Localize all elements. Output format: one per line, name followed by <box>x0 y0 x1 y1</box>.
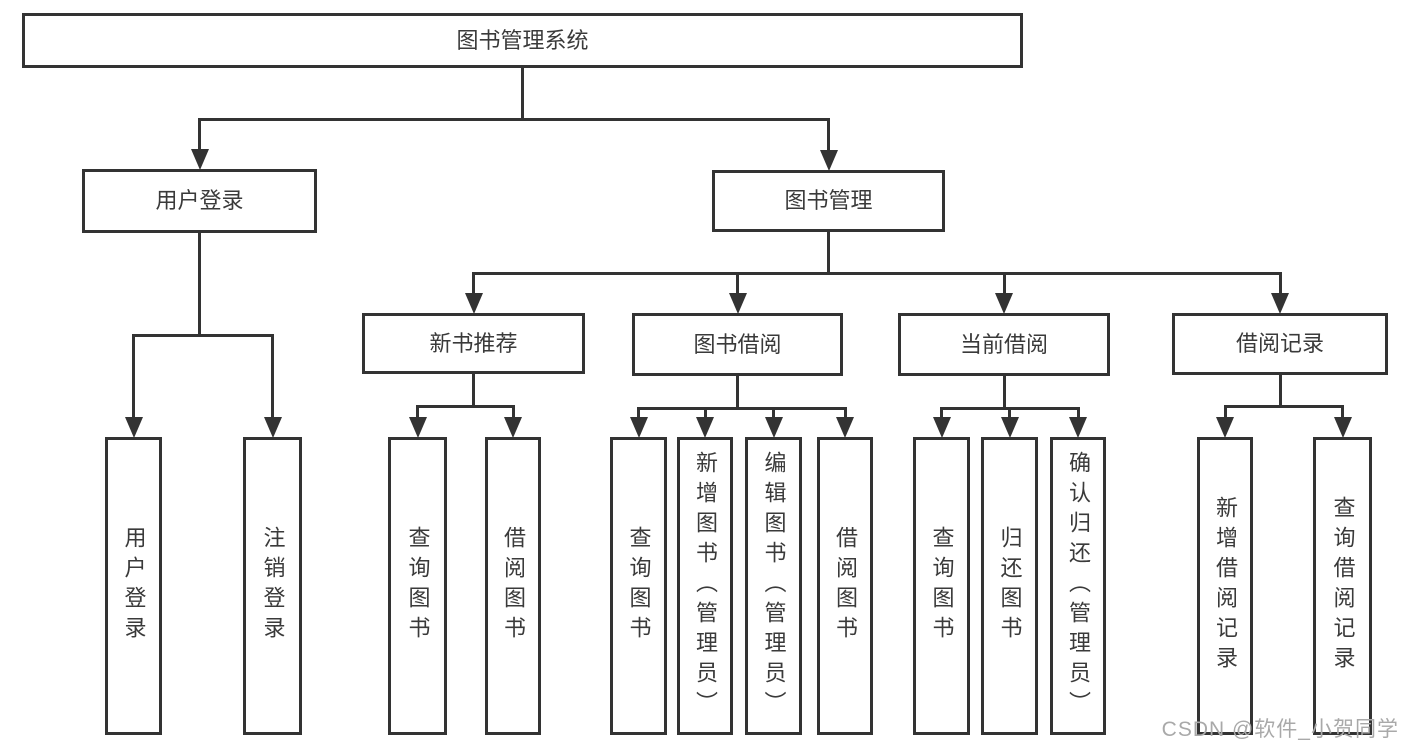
arrowhead-down-icon <box>764 417 783 438</box>
connector-line <box>472 273 475 296</box>
connector-line <box>1223 406 1227 420</box>
connector-line <box>1223 404 1344 408</box>
arrowhead-down-icon <box>995 293 1013 314</box>
arrowhead-down-icon <box>190 149 209 170</box>
connector-line <box>416 404 515 408</box>
arrowhead-down-icon <box>819 150 838 171</box>
connector-line <box>843 408 847 420</box>
connector-line <box>132 333 274 337</box>
connector-line <box>827 119 830 153</box>
node-root: 图书管理系统 <box>22 13 1023 68</box>
connector-line <box>1002 376 1006 408</box>
arrowhead-down-icon <box>629 417 648 438</box>
arrowhead-down-icon <box>836 417 854 438</box>
arrowhead-down-icon <box>263 417 282 438</box>
node-user-login: 用户登录 <box>82 169 317 233</box>
connector-line <box>472 374 475 406</box>
connector-line <box>736 273 739 296</box>
arrowhead-down-icon <box>696 417 714 438</box>
connector-line <box>198 117 830 121</box>
arrowhead-down-icon <box>728 293 747 314</box>
node-leaf-add-borrow-record: 新增借阅记录 <box>1197 437 1253 735</box>
node-leaf-query-books-3: 查询图书 <box>913 437 970 735</box>
connector-line <box>132 335 135 420</box>
connector-line <box>521 68 524 119</box>
arrowhead-down-icon <box>1069 417 1087 438</box>
node-leaf-query-borrow-record: 查询借阅记录 <box>1313 437 1372 735</box>
connector-line <box>637 408 640 420</box>
arrowhead-down-icon <box>932 417 951 438</box>
node-leaf-confirm-return-admin: 确认归还（管理员） <box>1050 437 1106 735</box>
node-borrow-records: 借阅记录 <box>1172 313 1388 375</box>
arrowhead-down-icon <box>408 417 427 438</box>
node-leaf-query-books-2: 查询图书 <box>610 437 667 735</box>
node-leaf-borrow-books-1: 借阅图书 <box>485 437 541 735</box>
connector-line <box>736 376 739 408</box>
connector-line <box>703 408 707 420</box>
node-leaf-user-login: 用户登录 <box>105 437 162 735</box>
connector-line <box>511 406 515 420</box>
node-leaf-add-books-admin: 新增图书（管理员） <box>677 437 733 735</box>
node-leaf-query-books-1: 查询图书 <box>388 437 447 735</box>
connector-line <box>772 408 775 420</box>
node-leaf-edit-books-admin: 编辑图书（管理员） <box>745 437 802 735</box>
connector-line <box>1278 273 1282 296</box>
csdn-watermark: CSDN @软件_小贺同学 <box>1161 718 1399 741</box>
arrowhead-down-icon <box>464 293 483 314</box>
connector-line <box>940 408 943 420</box>
arrowhead-down-icon <box>504 417 522 438</box>
node-leaf-return-books: 归还图书 <box>981 437 1038 735</box>
connector-line <box>1278 375 1282 406</box>
connector-line <box>1341 406 1344 420</box>
connector-line <box>1076 408 1080 420</box>
node-current-borrow: 当前借阅 <box>898 313 1110 376</box>
arrowhead-down-icon <box>1333 417 1352 438</box>
connector-line <box>1008 408 1011 420</box>
connector-line <box>637 406 847 410</box>
connector-line <box>198 233 201 335</box>
node-leaf-logout: 注销登录 <box>243 437 302 735</box>
node-book-borrow: 图书借阅 <box>632 313 843 376</box>
arrowhead-down-icon <box>1000 417 1019 438</box>
arrowhead-down-icon <box>1216 417 1234 438</box>
arrowhead-down-icon <box>1271 293 1289 314</box>
connector-line <box>472 271 1282 275</box>
node-book-mgmt: 图书管理 <box>712 170 945 232</box>
connector-line <box>416 406 419 420</box>
arrowhead-down-icon <box>124 417 143 438</box>
node-new-book-rec: 新书推荐 <box>362 313 585 374</box>
connector-line <box>1002 273 1006 296</box>
connector-line <box>271 335 274 420</box>
connector-line <box>198 119 201 152</box>
connector-line <box>827 232 830 273</box>
node-leaf-borrow-books-2: 借阅图书 <box>817 437 873 735</box>
